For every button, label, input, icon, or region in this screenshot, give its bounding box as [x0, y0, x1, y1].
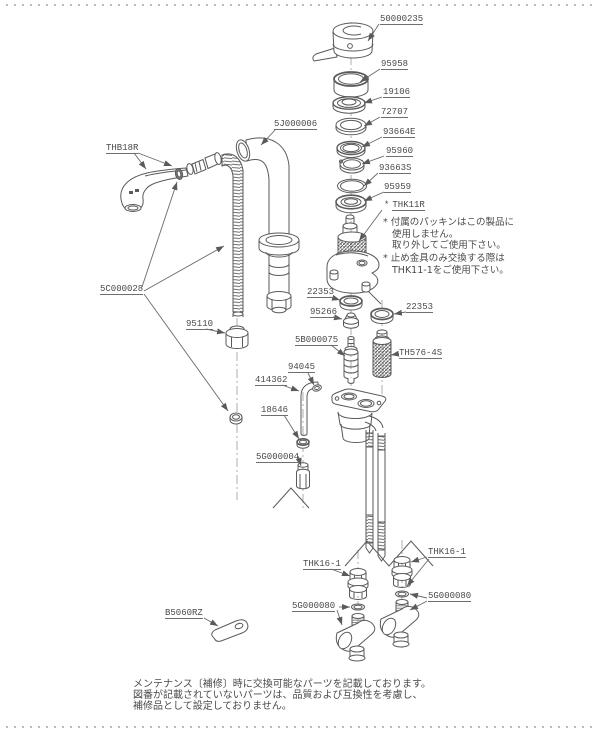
note-asterisk: * [384, 200, 390, 210]
footer-line2: 図番が記載されていないパーツは、品質および互換性を考慮し、 [133, 689, 423, 701]
part-label-93664E: 93664E [383, 127, 416, 138]
part-washer-94045 [312, 384, 322, 392]
note-stopper-line2: THK11-1をご使用下さい。 [392, 264, 509, 276]
part-ring-22353-right [370, 307, 394, 324]
page-border-top [6, 4, 594, 6]
part-label-5G000080-left: 5G000080 [292, 601, 336, 612]
part-ring-95959 [335, 194, 367, 214]
part-hose-end-ring [229, 412, 243, 425]
part-label-THK16-1-left: THK16-1 [303, 559, 341, 570]
part-fitting-THK16-1-left [347, 568, 369, 600]
part-label-22353-right: 22353 [406, 302, 434, 313]
note-packing: *付属のパッキンはこの製品に 使用しません。 取り外してご使用下さい。 [383, 217, 514, 252]
part-label-22353-upper: 22353 [307, 287, 335, 298]
break-marks [272, 487, 434, 567]
note-packing-line2: 使用しません。 [392, 228, 459, 240]
note-packing-line1: 付属のパッキンはこの製品に [390, 217, 514, 228]
note-asterisk: * [383, 253, 388, 264]
part-label-93663S: 93663S [379, 163, 412, 174]
part-nut-95110 [225, 325, 249, 349]
part-key-B5060RZ [211, 619, 249, 642]
part-washer-5G000080-left [351, 603, 365, 611]
page-border-bottom [6, 726, 594, 728]
part-strainer-TH576-4S [372, 329, 392, 378]
note-stopper: *止め金具のみ交換する際は THK11-1をご使用下さい。 [383, 253, 509, 276]
part-label-5G000080-right: 5G000080 [428, 591, 472, 602]
part-valve-body [326, 250, 382, 305]
part-union-right [379, 599, 420, 648]
part-label-18646: 18646 [261, 405, 289, 416]
part-spacer-95266 [343, 312, 359, 329]
part-label-50000235: 50000235 [380, 14, 424, 25]
part-handle [312, 22, 374, 62]
note-stopper-line1: 止め金具のみ交換する際は [390, 253, 505, 264]
part-label-94045: 94045 [288, 362, 316, 373]
part-head-packing [174, 168, 184, 180]
part-label-THK11R: THK11R [392, 200, 425, 211]
part-label-B5060RZ: B5060RZ [165, 608, 203, 619]
part-label-THK16-1-right: THK16-1 [428, 547, 466, 558]
footer-line1: メンテナンス〔補修〕時に交換可能なパーツを記載しております。 [133, 679, 431, 690]
part-fitting-THK16-1-right [391, 556, 413, 588]
note-asterisk: * [383, 217, 388, 228]
note-packing-line3: 取り外してご使用下さい。 [392, 240, 506, 251]
part-label-95960: 95960 [386, 146, 414, 157]
part-label-95958: 95958 [381, 59, 409, 70]
footer-line3: 補修品として設定しておりません。 [133, 700, 292, 712]
part-ring-18646 [296, 437, 310, 449]
part-ring-95960 [339, 157, 365, 174]
part-hose-connector [186, 152, 222, 175]
part-label-5J000006: 5J000006 [274, 119, 318, 130]
part-label-TH576-4S: TH576-4S [399, 348, 443, 359]
part-label-5B000075: 5B000075 [295, 335, 339, 346]
part-label-414362: 414362 [255, 375, 288, 386]
part-trim-cap-95958 [333, 71, 369, 98]
part-union-left [335, 613, 376, 662]
part-label-5G000004: 5G000004 [256, 452, 300, 463]
part-elbow-5J000006 [235, 137, 300, 314]
part-packing-93663S [337, 178, 367, 194]
part-supply-tubes [365, 430, 386, 562]
part-label-95959: 95959 [384, 182, 412, 193]
part-label-THB18R: THB18R [106, 143, 139, 154]
part-washer-72707 [335, 117, 367, 136]
part-label-19106: 19106 [383, 87, 411, 98]
part-label-72707: 72707 [381, 107, 409, 118]
part-label-95110: 95110 [186, 319, 214, 330]
part-ring-93664E [336, 140, 366, 158]
part-adapter-5G000004 [296, 462, 310, 490]
part-ring-22353-upper [339, 295, 363, 311]
part-hose-5C000028 [221, 153, 244, 317]
leader-lines [133, 23, 430, 627]
part-washer-5G000080-right [395, 590, 409, 598]
part-spray-head-THB18R [120, 167, 189, 212]
part-label-95266: 95266 [310, 307, 338, 318]
part-label-THK11R-row: *THK11R [384, 200, 425, 211]
part-spindle-5B000075 [343, 336, 359, 384]
footer-note: メンテナンス〔補修〕時に交換可能なパーツを記載しております。 図番が記載されてい… [133, 679, 431, 712]
part-ring-19106 [332, 96, 366, 114]
part-label-5C000028: 5C000028 [100, 284, 144, 295]
